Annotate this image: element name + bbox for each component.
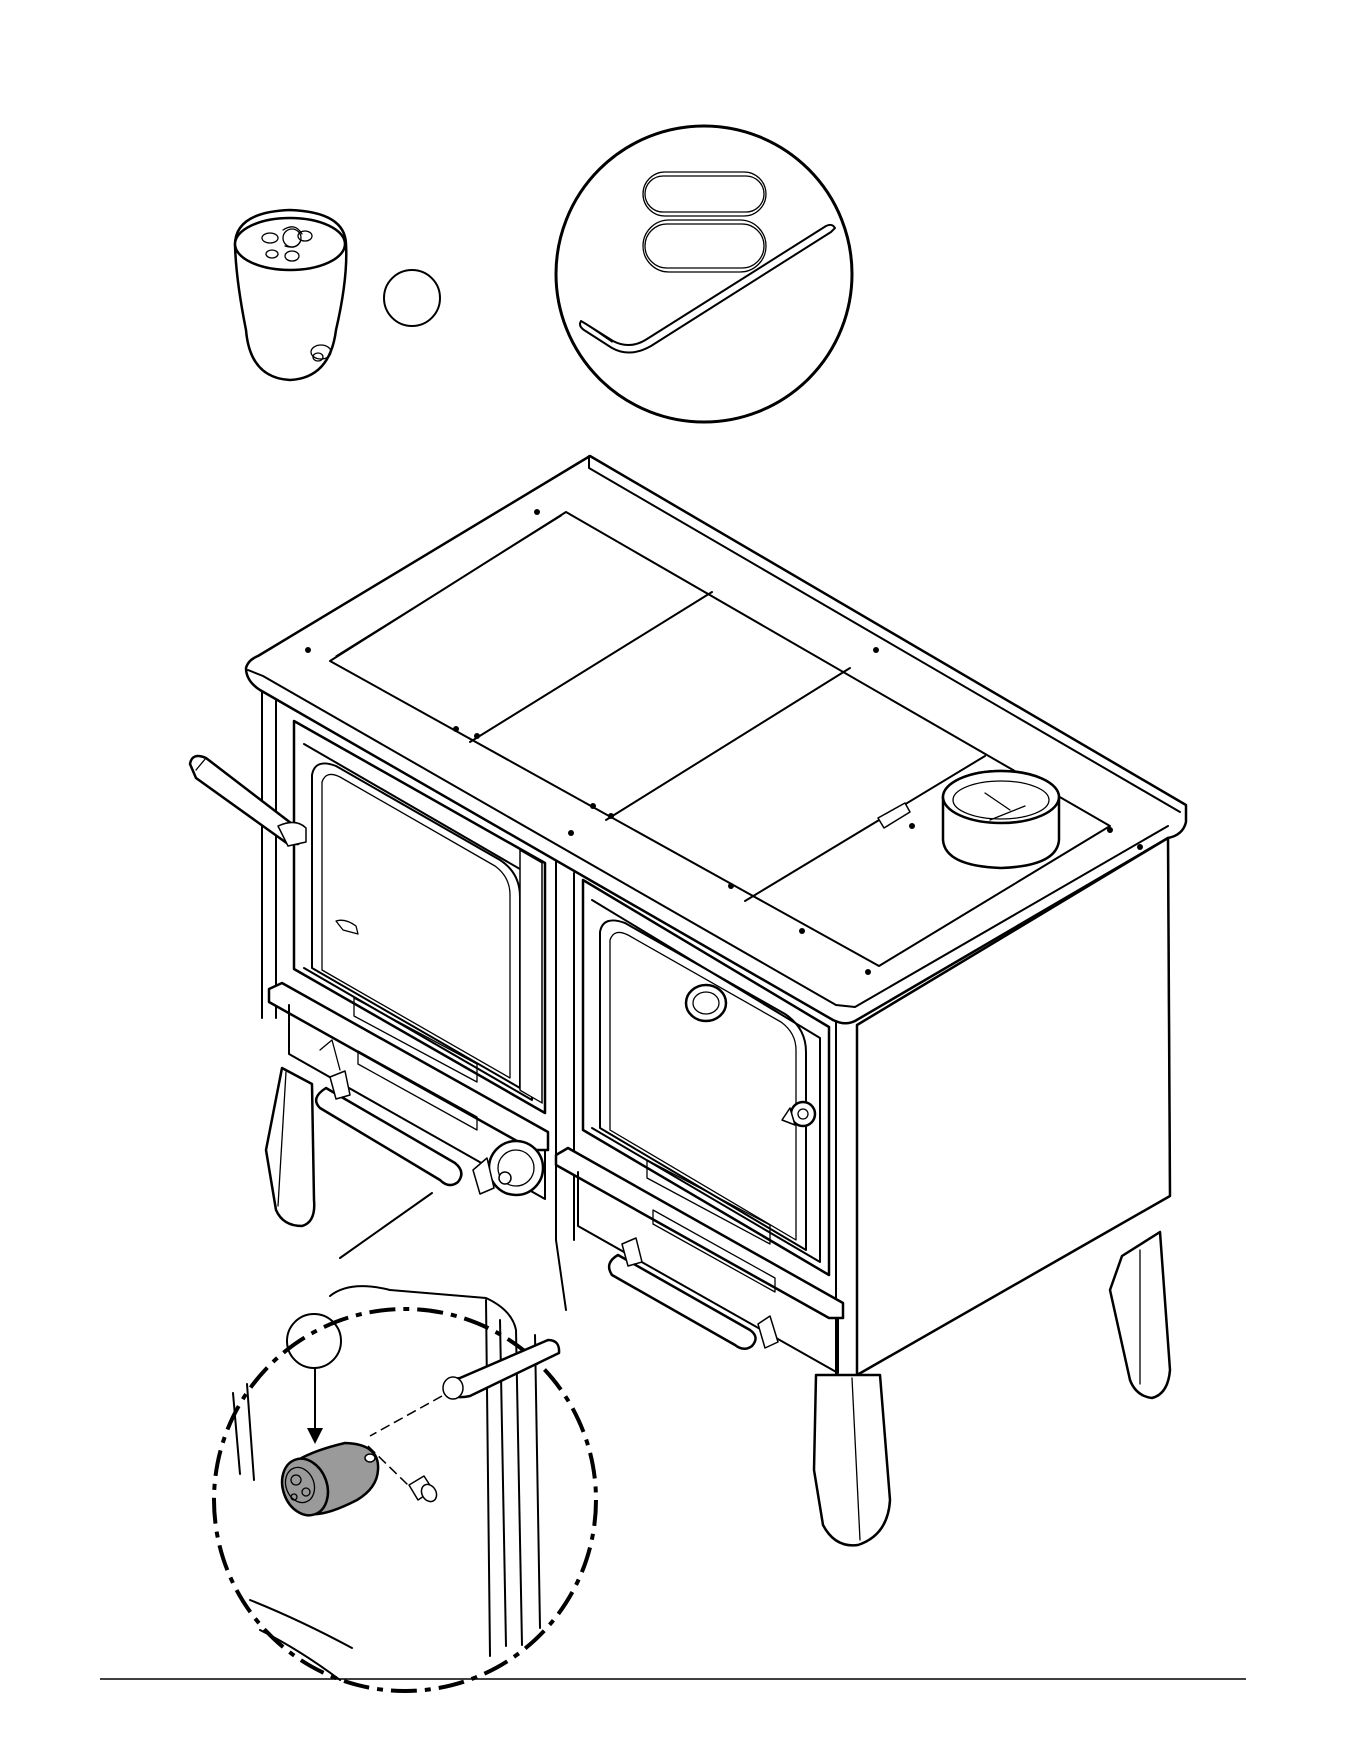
part-callout-top <box>384 270 440 326</box>
stove-icon <box>190 456 1186 1545</box>
part-callout-detail <box>287 1314 341 1368</box>
knob-part-icon <box>235 210 346 380</box>
detail-magnifier-icon <box>214 1193 596 1691</box>
allen-key-icon <box>556 126 852 422</box>
